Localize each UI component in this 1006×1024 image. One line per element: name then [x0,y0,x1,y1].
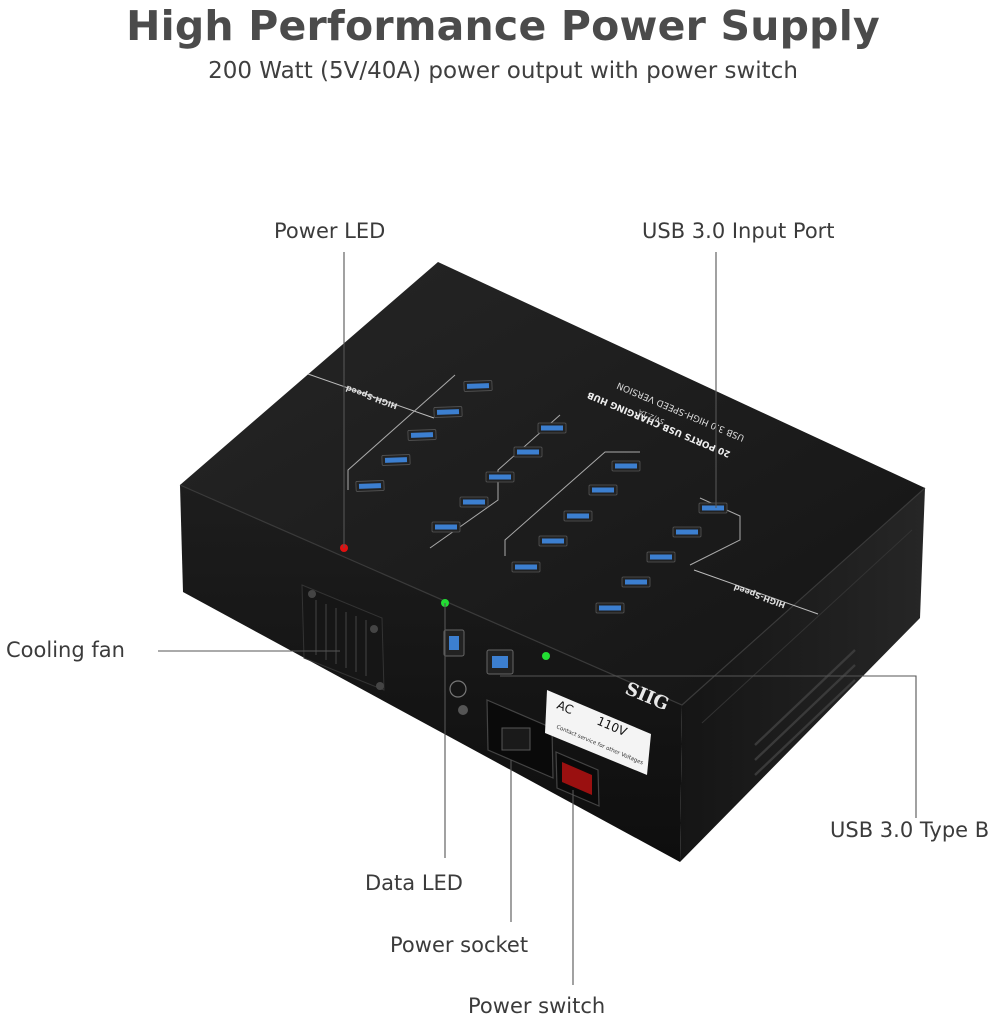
usb-type-b-ports [443,629,514,675]
callout-power-led: Power LED [274,219,386,243]
data-led-2 [542,652,550,660]
page-subtitle: 200 Watt (5V/40A) power output with powe… [208,58,798,84]
callout-usb-input-port: USB 3.0 Input Port [642,219,835,243]
callout-data-led: Data LED [365,871,463,895]
callout-usb-type-b: USB 3.0 Type B [830,818,990,842]
callout-cooling-fan: Cooling fan [6,638,125,662]
callout-power-socket: Power socket [390,933,529,957]
hub-top-panel [180,262,925,705]
power-switch [555,751,600,807]
page-title: High Performance Power Supply [126,2,880,50]
callout-power-switch: Power switch [468,994,606,1018]
hub-side-panel [680,488,925,862]
power-socket [486,699,554,779]
cooling-fan [301,584,385,691]
svg-text:AC: AC [555,698,576,717]
